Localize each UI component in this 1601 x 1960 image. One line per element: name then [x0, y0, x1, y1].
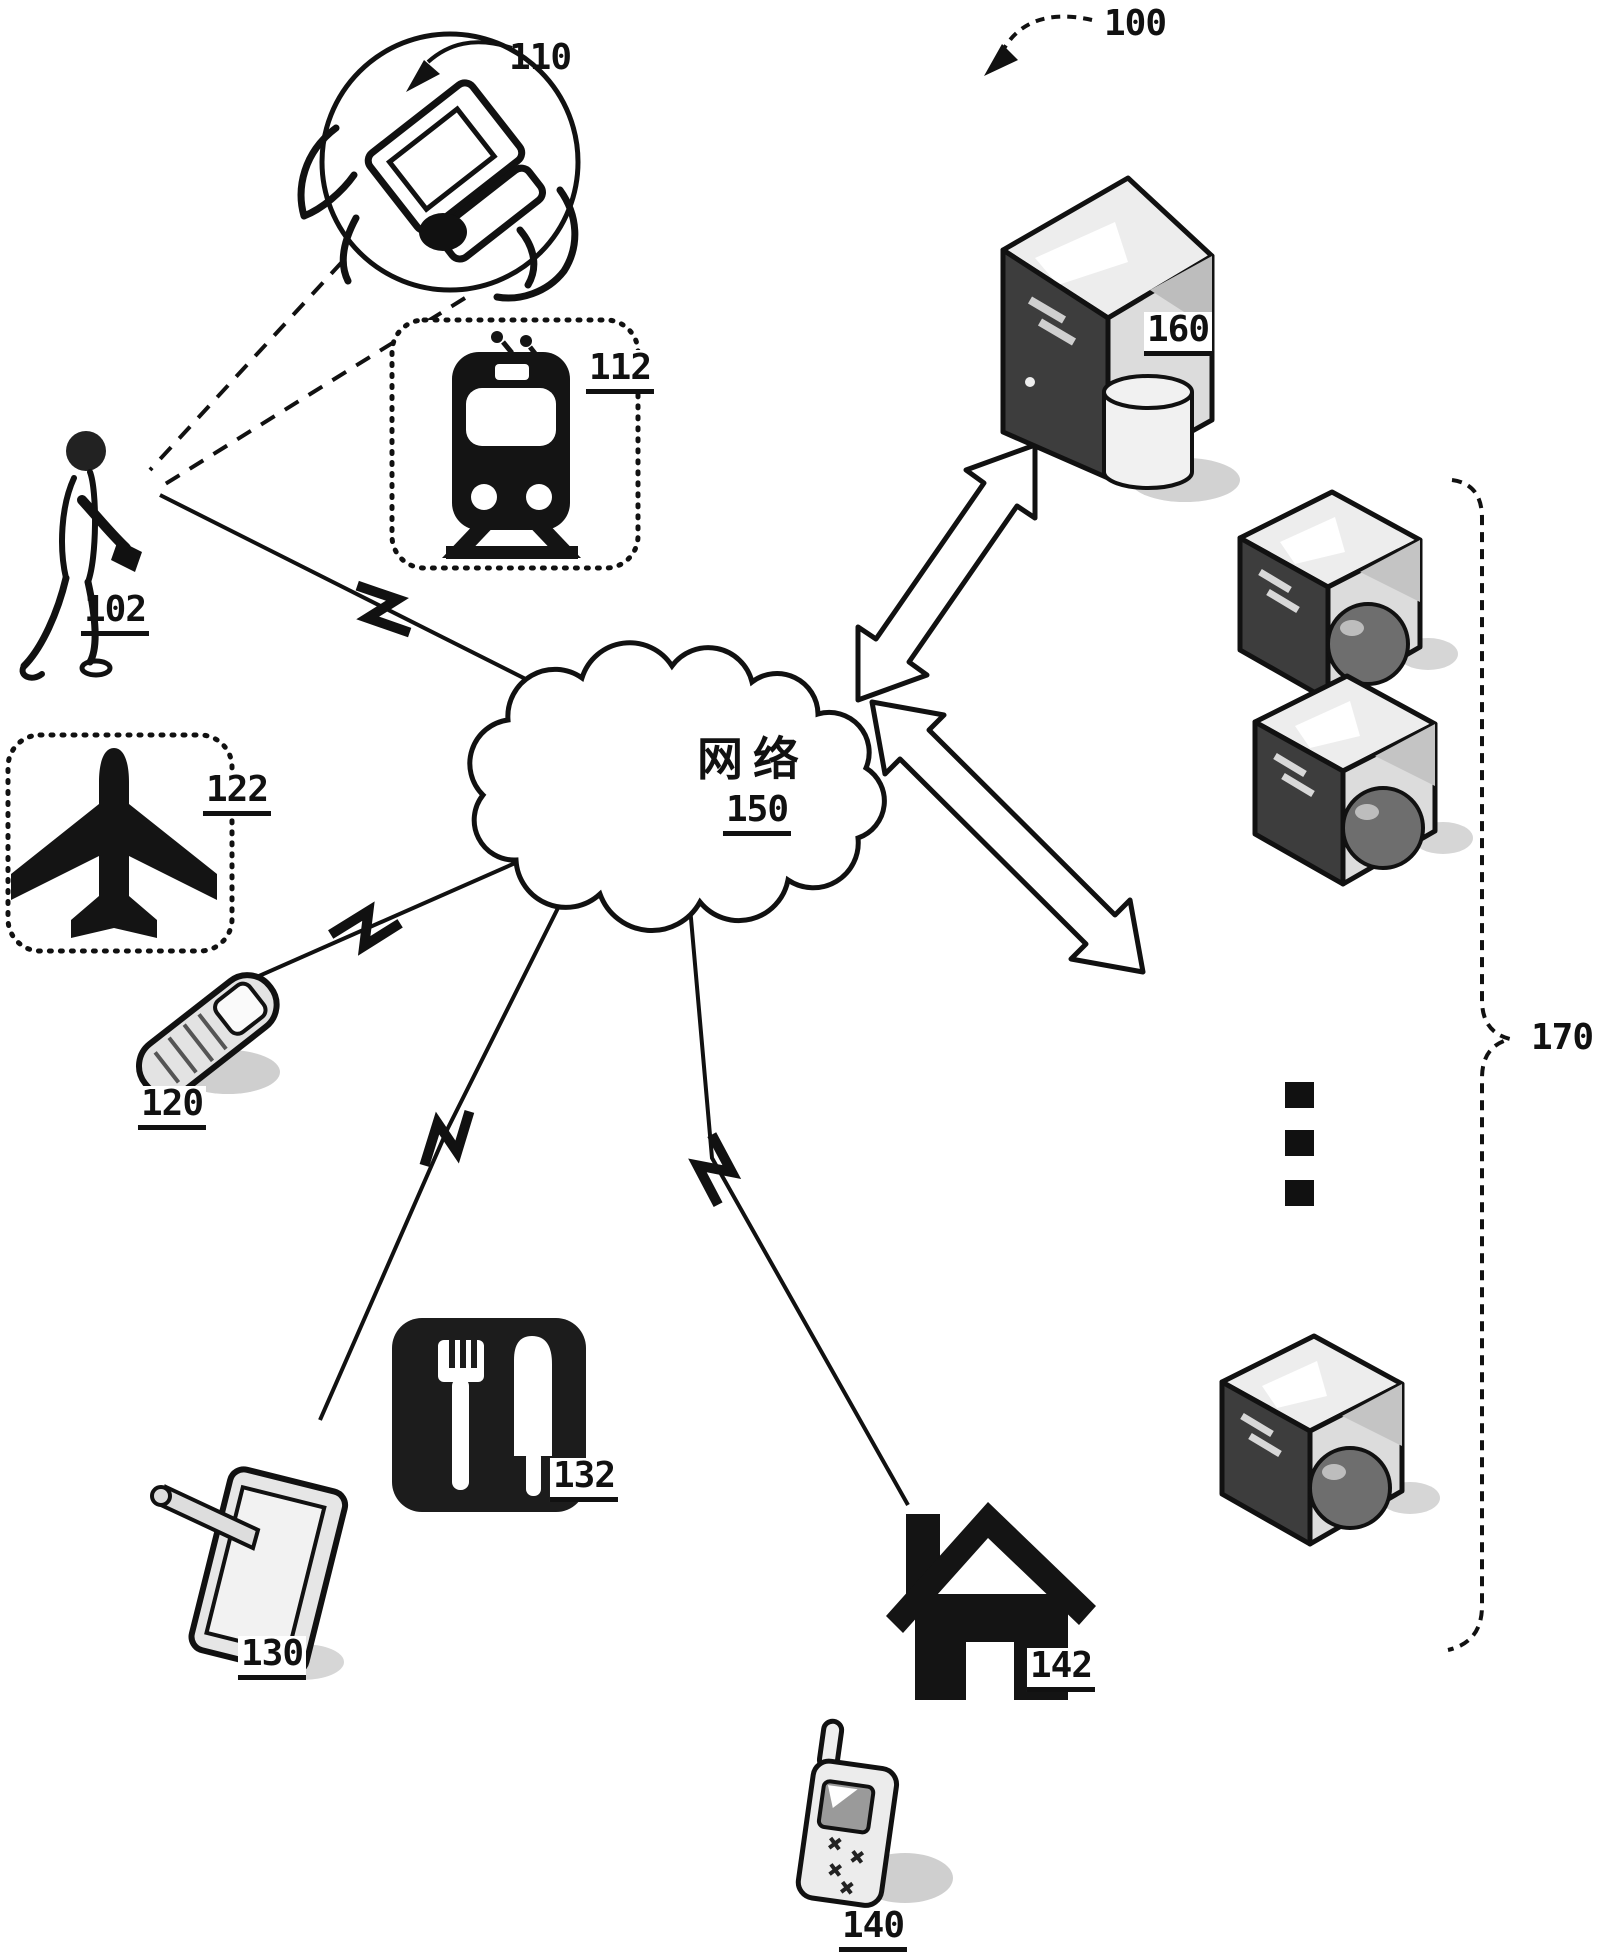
system-leader-arrow — [984, 17, 1092, 76]
cloud-title: 网络 — [697, 736, 809, 782]
vertical-ellipsis-icon — [1285, 1082, 1314, 1206]
mobile-phone-icon — [796, 1719, 953, 1907]
label-restaurant: 132 — [550, 1458, 618, 1502]
network-cloud — [470, 643, 885, 931]
lightning-zigzag-icon — [328, 901, 402, 956]
label-person: 102 — [81, 592, 149, 636]
server-cluster-icon — [1222, 480, 1510, 1650]
server-icon — [1222, 1336, 1440, 1544]
link-cloud-house142 — [690, 907, 908, 1505]
arrow-cloud-server160 — [858, 445, 1035, 700]
label-flip-phone: 120 — [138, 1086, 206, 1130]
label-mobile-phone: 140 — [839, 1908, 907, 1952]
label-server-cluster: 170 — [1531, 1020, 1593, 1056]
server-icon — [1240, 492, 1458, 700]
label-train: 112 — [586, 350, 654, 394]
label-handheld-detail: 110 — [509, 40, 571, 76]
lightning-zigzag-icon — [346, 580, 420, 638]
server-icon — [1255, 676, 1473, 884]
label-pda: 130 — [238, 1636, 306, 1680]
database-cylinder-icon — [1104, 376, 1192, 488]
lightning-zigzag-icon — [419, 1101, 475, 1175]
label-airplane: 122 — [203, 772, 271, 816]
arrow-cloud-cluster170 — [872, 702, 1143, 972]
label-system: 100 — [1104, 6, 1166, 42]
walking-person-icon — [23, 431, 142, 678]
label-network: 150 — [723, 792, 791, 836]
label-server: 160 — [1144, 312, 1212, 356]
airplane-icon — [8, 735, 232, 951]
label-house: 142 — [1027, 1648, 1095, 1692]
